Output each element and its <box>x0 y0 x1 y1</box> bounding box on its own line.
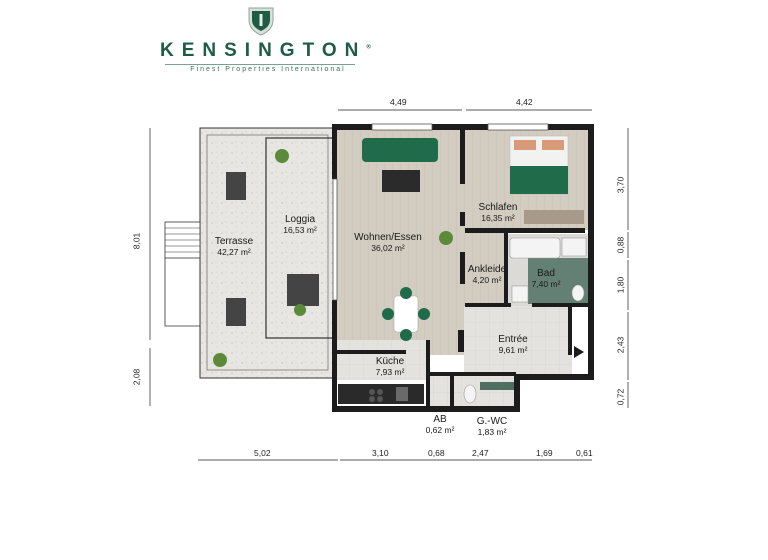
dim-top-2: 4,42 <box>516 97 533 107</box>
sofa <box>362 138 438 162</box>
dressing-floor <box>464 230 506 306</box>
wardrobe <box>524 210 584 224</box>
dim-top-1: 4,49 <box>390 97 407 107</box>
dimension-lines <box>149 109 629 461</box>
dim-right-4: 2,43 <box>615 336 626 354</box>
terrace-floor <box>199 127 335 379</box>
kitchen-floor <box>336 340 428 380</box>
walls <box>332 124 594 412</box>
dim-right-3: 1,80 <box>615 276 626 294</box>
terrace-table-2 <box>226 298 246 326</box>
terrace-table-1 <box>226 172 246 200</box>
dining-table <box>393 295 419 333</box>
dim-bottom-5: 1,69 <box>536 448 553 458</box>
dim-bottom-2: 3,10 <box>372 448 389 458</box>
storage-floor <box>430 376 452 412</box>
dim-bottom-6: 0,61 <box>576 448 593 458</box>
entry-arrow <box>574 346 584 358</box>
brand-divider <box>165 64 355 65</box>
dim-right-5: 0,72 <box>615 388 626 406</box>
dim-bottom-3: 0,68 <box>428 448 445 458</box>
dim-right-2: 0,88 <box>615 236 626 254</box>
dim-bottom-1: 5,02 <box>254 448 271 458</box>
rug <box>382 170 420 192</box>
brand-tagline: Finest Properties International <box>190 66 346 73</box>
hall-floor <box>464 306 572 376</box>
dim-left-2: 2,08 <box>131 368 142 386</box>
stairs <box>164 221 201 327</box>
plant <box>439 231 453 245</box>
dim-left-1: 8,01 <box>131 232 142 250</box>
brand-name: KENSINGTON® <box>160 40 371 61</box>
kensington-shield-logo <box>246 6 276 36</box>
dim-bottom-4: 2,47 <box>472 448 489 458</box>
dim-right-1: 3,70 <box>615 176 626 194</box>
loggia-table <box>287 274 319 306</box>
